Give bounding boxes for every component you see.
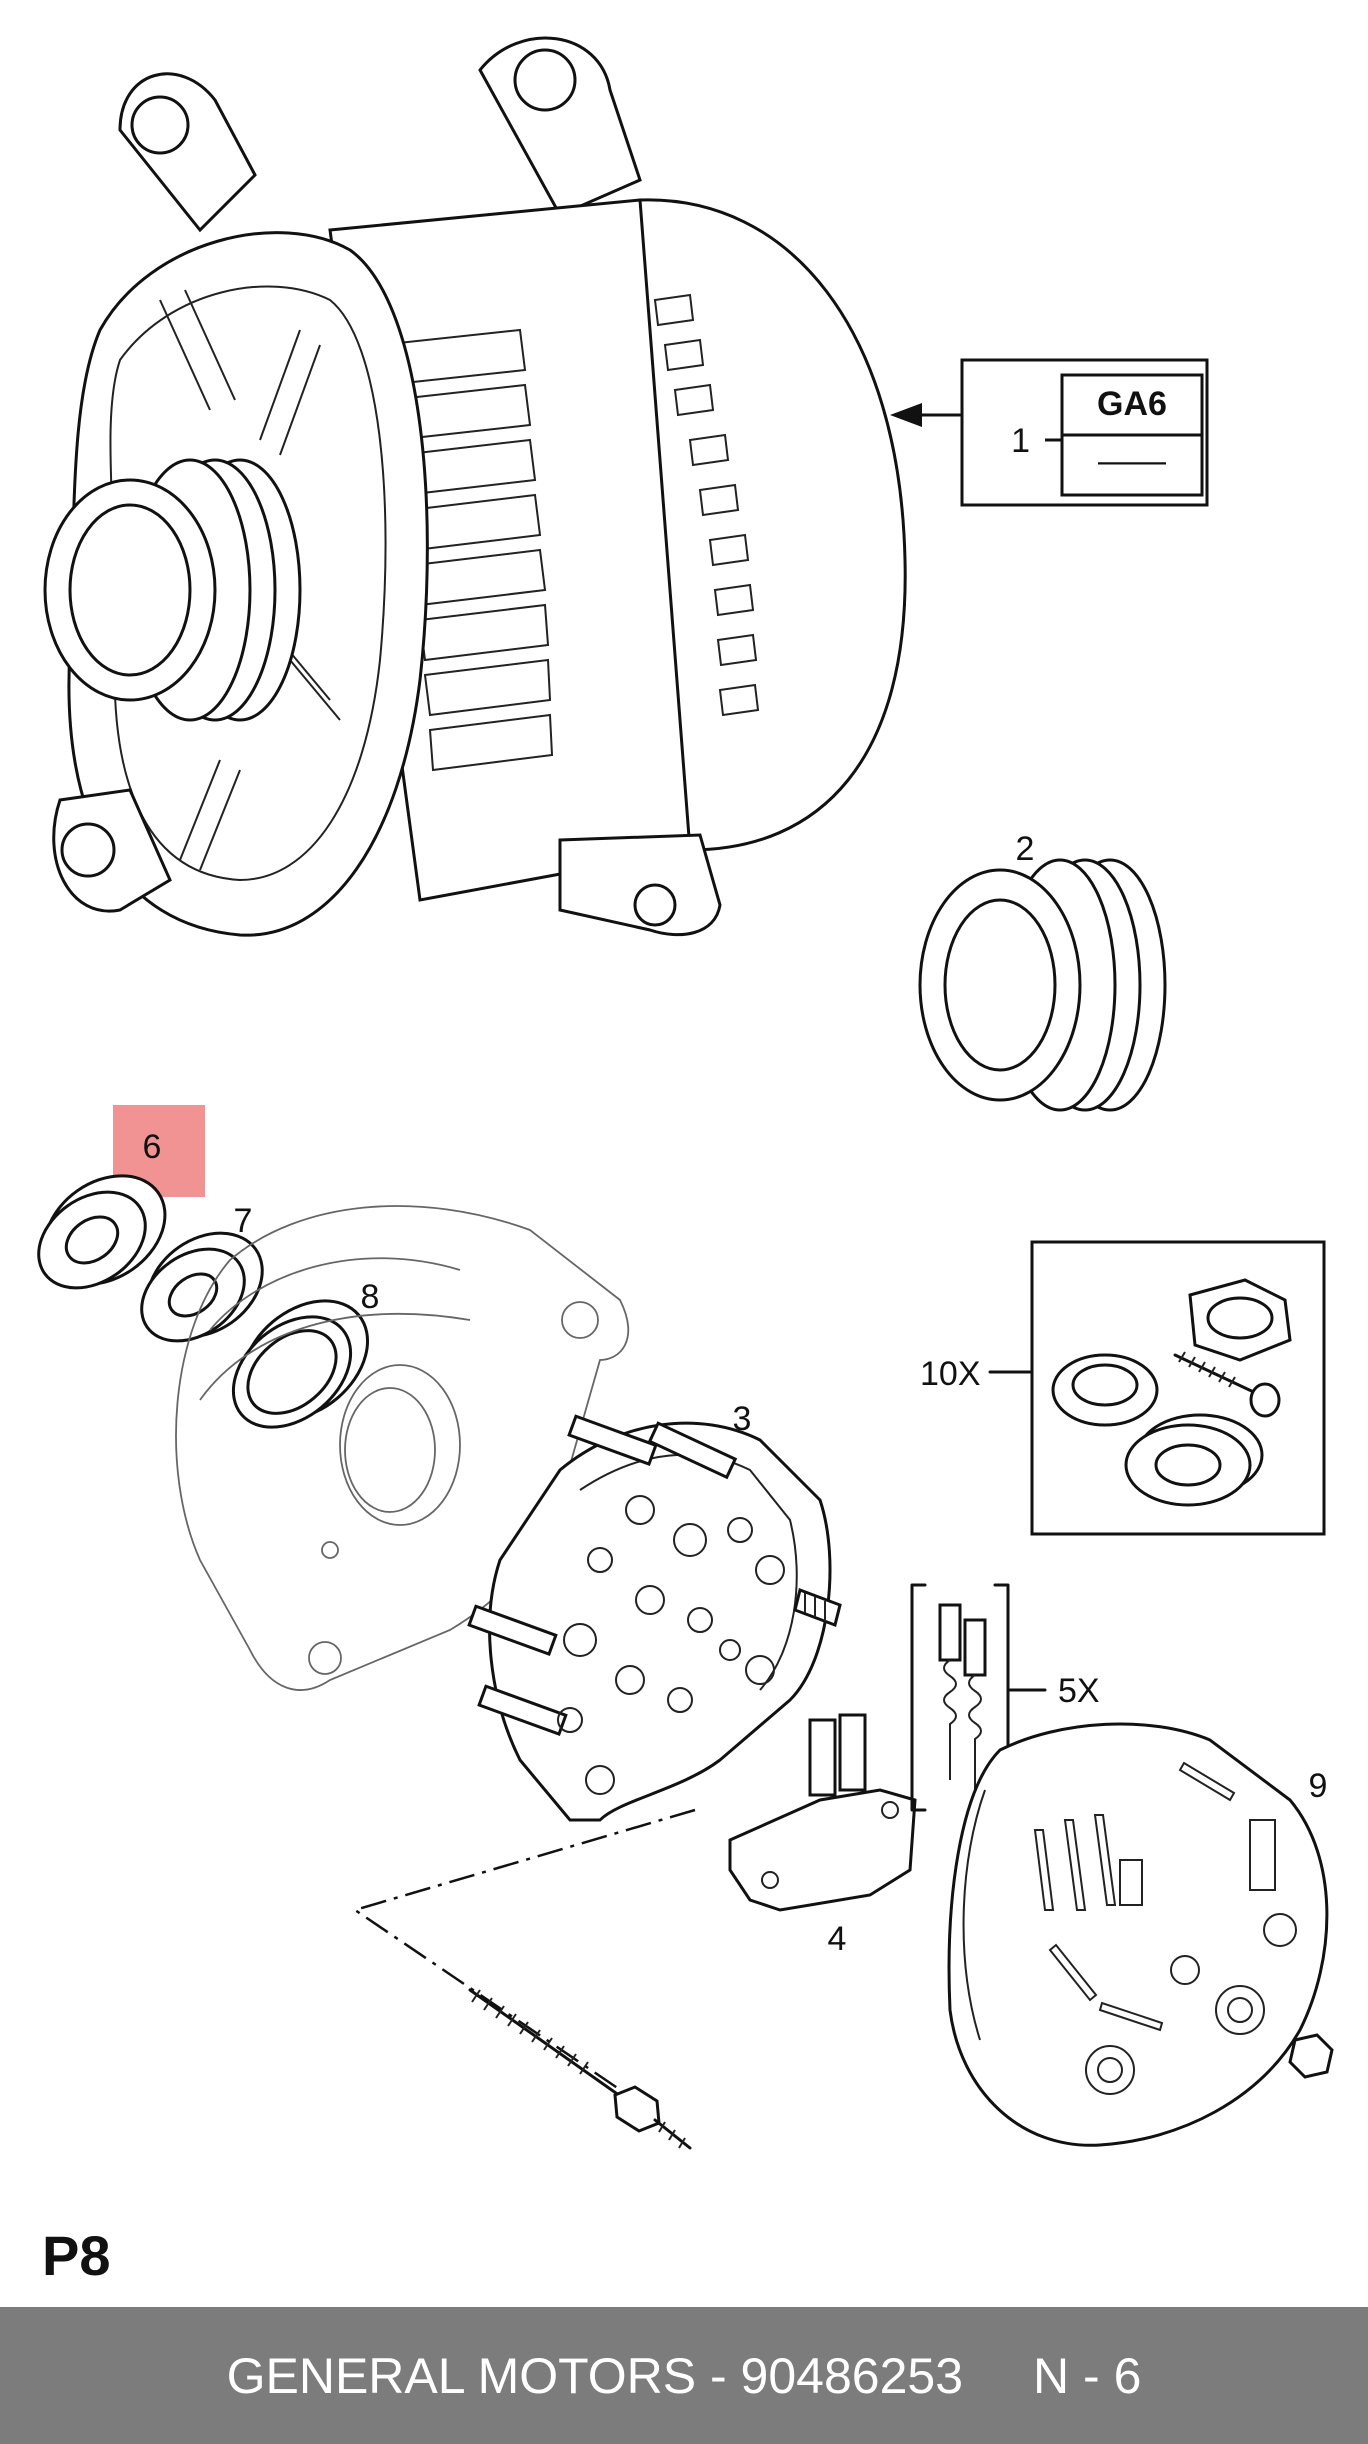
through-bolt bbox=[352, 1808, 696, 2150]
footer-code: N - 6 bbox=[1033, 2347, 1142, 2404]
exploded-parts-diagram: 1 GA6 —— 2 6 7 8 bbox=[37, 36, 1334, 2287]
page-label: P8 bbox=[42, 2224, 111, 2287]
callout-1-code-box: 1 GA6 —— bbox=[890, 358, 1209, 507]
assembly-code: GA6 bbox=[1097, 385, 1167, 423]
part-9-rear-cover: 9 bbox=[947, 1722, 1334, 2147]
callout-10x-label: 10X bbox=[920, 1355, 981, 1393]
callout-9-label: 9 bbox=[1309, 1767, 1328, 1805]
part-10x-hardware-kit: 10X bbox=[920, 1240, 1326, 1536]
part-5x-brushes: 5X bbox=[910, 1583, 1100, 1812]
callout-3-label: 3 bbox=[733, 1400, 752, 1438]
callout-2-label: 2 bbox=[1016, 830, 1035, 868]
callout-1-label: 1 bbox=[1011, 422, 1030, 460]
footer-brand-part: GENERAL MOTORS - 90486253 bbox=[226, 2347, 964, 2404]
part-2-pulley: 2 bbox=[918, 830, 1167, 1112]
alternator-assembly bbox=[43, 36, 907, 937]
part-7-bearing: 7 bbox=[140, 1202, 264, 1343]
assembly-code-dash: —— bbox=[1098, 442, 1166, 480]
part-6-bearing bbox=[37, 1174, 167, 1290]
callout-8-label: 8 bbox=[361, 1278, 380, 1316]
part-3-rectifier: 3 bbox=[467, 1400, 842, 1822]
footer-bar: GENERAL MOTORS - 90486253 N - 6 bbox=[0, 2307, 1368, 2444]
callout-5x-label: 5X bbox=[1058, 1672, 1100, 1710]
callout-6-label: 6 bbox=[143, 1128, 162, 1166]
callout-7-label: 7 bbox=[234, 1202, 253, 1240]
part-4-brush-holder: 4 bbox=[728, 1713, 917, 1958]
callout-4-label: 4 bbox=[828, 1920, 847, 1958]
